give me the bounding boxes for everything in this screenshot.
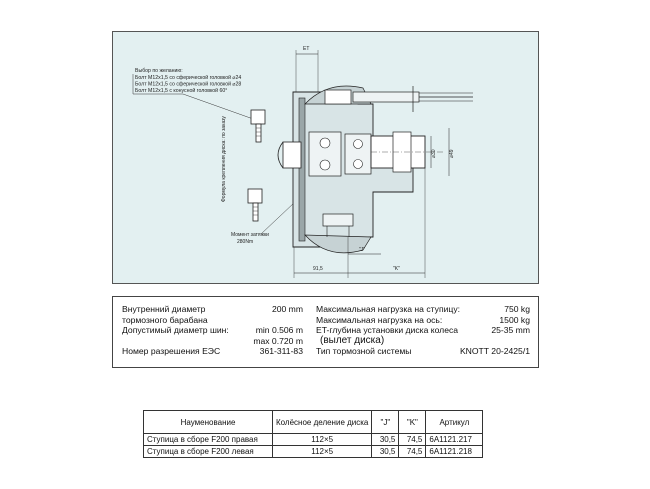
table-cell: 6A1121.218	[425, 445, 484, 458]
table-cell: 74,5	[398, 445, 427, 458]
dim-915-label: 91,5	[313, 266, 323, 272]
header-name: Наумeнование	[143, 410, 273, 434]
parts-table: Наумeнование Колёсное деление диска "J" …	[143, 410, 484, 458]
table-row: Ступица в сборе F200 правая 112×5 30,5 7…	[143, 433, 484, 446]
dim-d49-label: ⌀49	[449, 149, 455, 158]
header-j: "J"	[371, 410, 400, 434]
hub-body	[277, 85, 473, 254]
hub-technical-drawing: Выбор по желанию: Болт М12х1,5 со сферич…	[112, 31, 539, 284]
hub-cross-section: Выбор по желанию: Болт М12х1,5 со сферич…	[132, 46, 473, 278]
header-article: Артикул	[425, 410, 484, 434]
table-cell: 30,5	[371, 445, 400, 458]
table-cell: 74,5	[398, 433, 427, 446]
torque-label: Момент затяжки	[231, 232, 269, 238]
header-bolt-pattern: Колёсное деление диска	[271, 410, 373, 434]
dim-k-label: "K"	[393, 266, 400, 272]
table-cell: Ступица в сборе F200 правая	[143, 433, 273, 446]
dim-j-label: "J"	[359, 247, 365, 253]
table-cell: 112×5	[271, 433, 373, 446]
table-cell: 6A1121.217	[425, 433, 484, 446]
dim-d30-label: ⌀30	[431, 149, 437, 158]
spec-right-column: Максимальная нагрузка на ступицу:750 kg …	[316, 304, 530, 357]
callout-line-3: Болт М12х1,5 со сферической головкой ⌀28	[135, 81, 241, 88]
table-cell: 30,5	[371, 433, 400, 446]
bolt-bottom-icon	[247, 188, 263, 222]
table-header-row: Наумeнование Колёсное деление диска "J" …	[143, 410, 484, 434]
bolt-top-icon	[250, 109, 266, 143]
spec-row: (вылет диска)	[320, 334, 385, 346]
table-cell: Ступица в сборе F200 левая	[143, 445, 273, 458]
spec-row: max 0.720 m	[253, 335, 303, 346]
spec-row: Максимальная нагрузка на ось:1500 kg	[316, 314, 530, 325]
spec-row: Максимальная нагрузка на ступицу:750 kg	[316, 304, 530, 314]
spec-row: тормозного барабана	[122, 314, 208, 325]
callout-line-4: Болт М12х1,5 с конусной головкой 60°	[135, 87, 227, 94]
callout-line-2: Болт М12х1,5 со сферической головкой ⌀24	[135, 74, 241, 81]
table-cell: 112×5	[271, 445, 373, 458]
wheel-pattern-label: Формула крепления диска: по заказу	[221, 116, 227, 202]
spec-row: Допустимый диаметр шин:min 0.506 m	[122, 325, 303, 336]
callout-line-1: Выбор по желанию:	[135, 68, 183, 74]
torque-value: 280Nm	[237, 239, 253, 245]
dim-et-label: ET	[303, 46, 309, 52]
header-k: "K"	[398, 410, 427, 434]
table-row: Ступица в сборе F200 левая 112×5 30,5 74…	[143, 445, 484, 458]
